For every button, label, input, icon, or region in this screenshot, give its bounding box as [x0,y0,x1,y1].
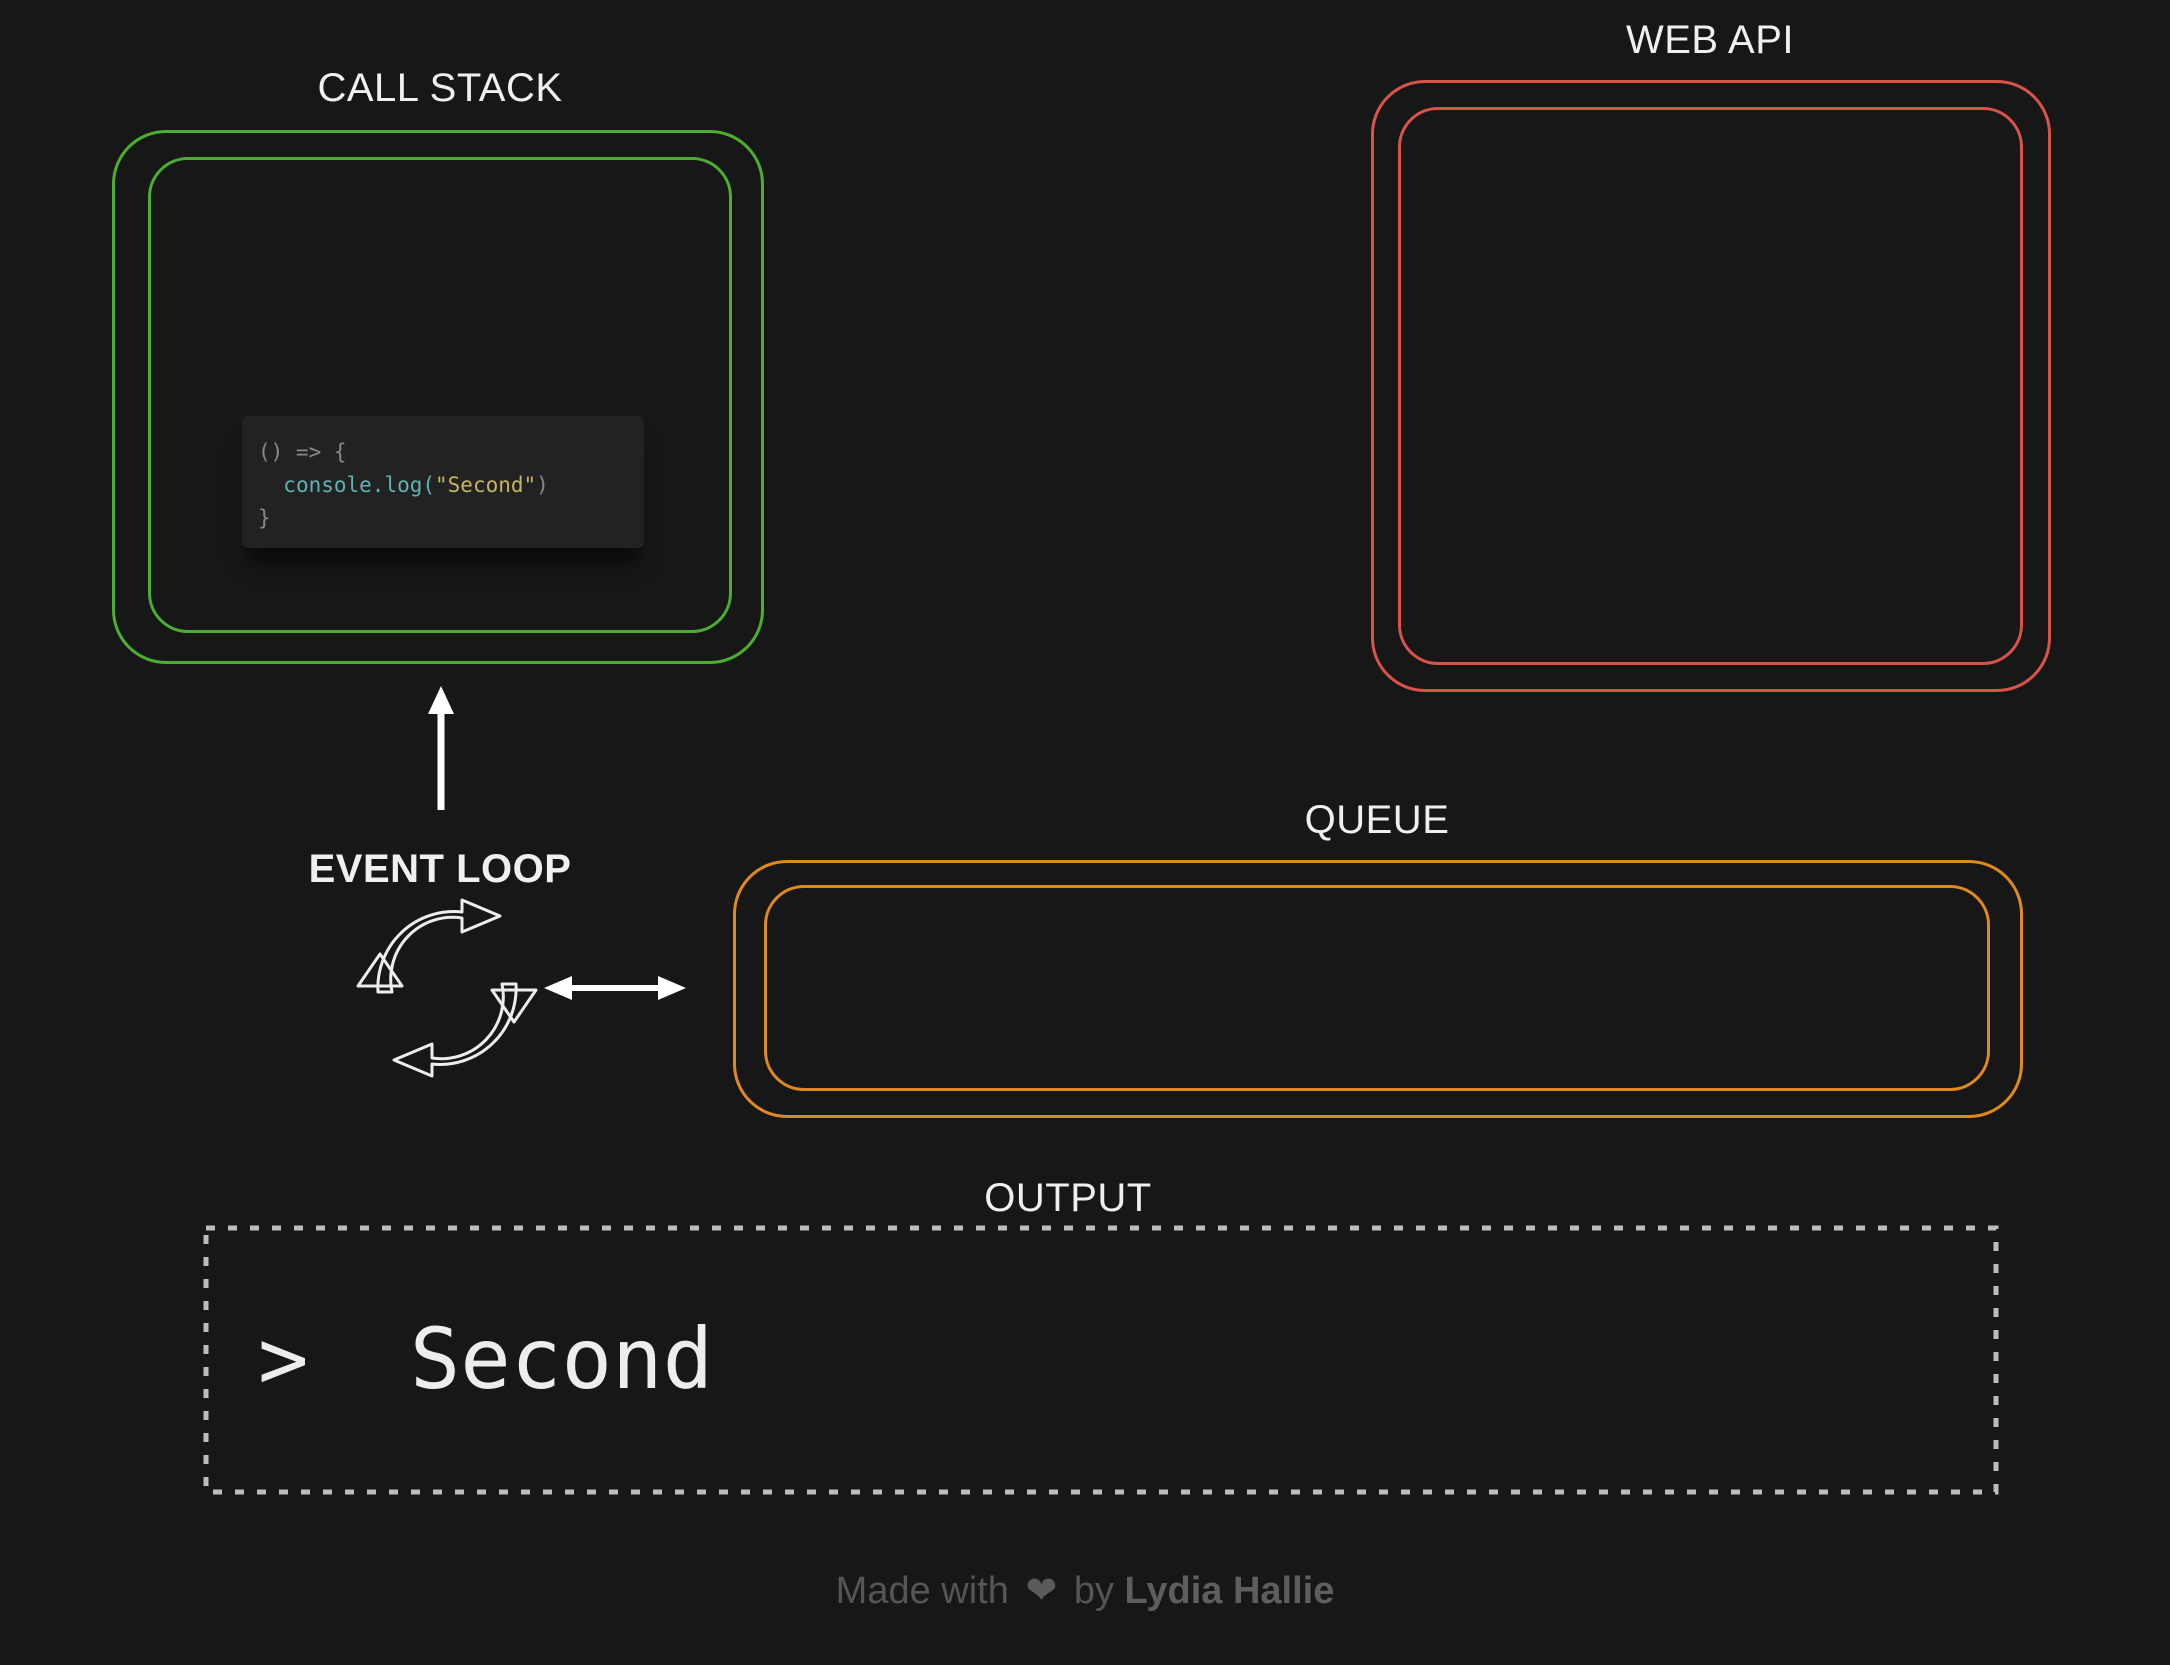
web-api-outer-frame [1371,80,2051,692]
call-stack-inner-frame [148,157,732,633]
code-line-2-call: console.log( [283,473,436,497]
event-loop-title: EVENT LOOP [308,847,572,891]
arrow-left-right-icon [544,976,686,1000]
queue-title: QUEUE [1304,798,1450,842]
call-stack-outer-frame [112,130,764,664]
footer-by: by [1073,1570,1114,1612]
footer-credit: Made with ❤ by Lydia Hallie [0,1568,2170,1613]
code-line-3: } [258,506,271,530]
heart-icon: ❤ [1025,1570,1058,1612]
footer-made-with: Made with [835,1570,1009,1612]
output-prompt: > [258,1310,309,1408]
output-value: Second [409,1310,714,1408]
output-line: > Second [258,1310,713,1408]
arrow-up-icon [428,686,454,810]
queue-outer-frame [733,860,2023,1118]
code-line-1: () => { [258,440,347,464]
code-line-2-close: ) [536,473,549,497]
web-api-title: WEB API [1626,18,1794,62]
output-dashed-frame [203,1225,1999,1495]
code-line-2-string: "Second" [435,473,537,497]
refresh-icon [356,898,538,1078]
call-stack-title: CALL STACK [317,66,563,110]
web-api-inner-frame [1398,107,2023,665]
footer-author: Lydia Hallie [1124,1570,1335,1612]
queue-inner-frame [764,885,1990,1091]
output-title: OUTPUT [984,1176,1152,1220]
call-stack-code-card: () => { console.log("Second") } [242,416,644,548]
